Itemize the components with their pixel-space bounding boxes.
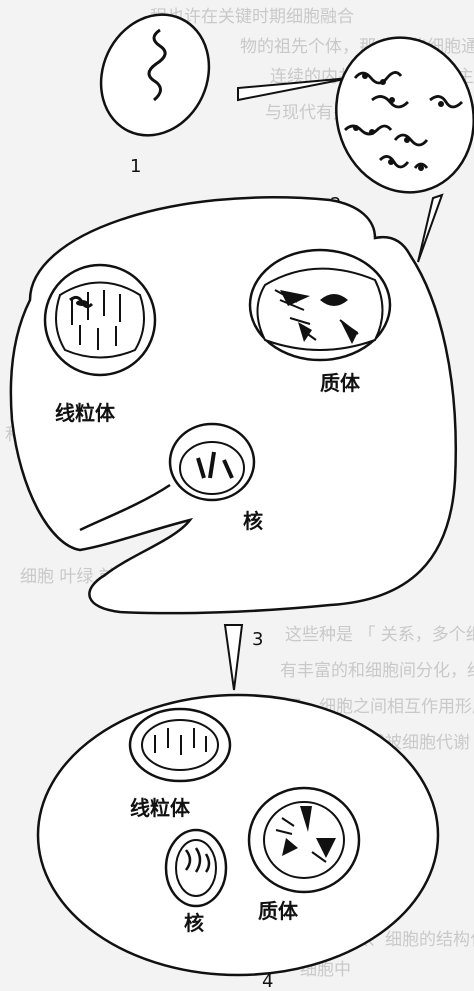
stage-3-mitochondrion (43, 263, 157, 377)
stage-3-nucleus (79, 422, 256, 532)
bleed-line-6: 这些种是 「 关系，多个细胞构成的 (285, 625, 474, 645)
arrow-2-to-3-icon (417, 193, 444, 263)
stage-3-cell: 线粒体 质体 核 3 (9, 196, 457, 650)
arrow-1-to-2-icon (237, 77, 351, 102)
stage-3-label-nucleus: 核 (243, 509, 263, 533)
stage-4-label-plastid: 质体 (258, 899, 299, 923)
step-label-3: 3 (252, 629, 263, 650)
stage-1-membrane (99, 13, 211, 137)
stage-1-cell: 1 (99, 13, 211, 177)
stage-4-label-nucleus: 核 (184, 911, 204, 935)
arrow-3-to-4-icon (223, 624, 244, 691)
stage-4-nucleus (164, 828, 228, 908)
stage-1-dna-icon (147, 28, 167, 102)
stage-4-cell: 线粒体 质体 核 4 (36, 693, 440, 991)
bleed-line-0: 程也许在关键时期细胞融合 (150, 7, 354, 27)
step-label-4: 4 (262, 971, 273, 991)
stage-3-plastid (248, 248, 392, 362)
stage-4-label-mitochondrion: 线粒体 (130, 796, 191, 820)
stage-4-membrane (36, 693, 440, 977)
stage-4-mitochondrion (128, 707, 232, 783)
stage-3-label-mitochondrion: 线粒体 (55, 401, 116, 425)
stage-2-cell: 2 (330, 36, 474, 215)
stage-4-plastid (247, 786, 361, 894)
step-label-1: 1 (130, 156, 141, 177)
stage-3-label-plastid: 质体 (320, 371, 361, 395)
stage-2-chromatin-dots (353, 73, 444, 171)
bleed-line-7: 有丰富的和细胞间分化，细胞之间有分 (280, 661, 474, 681)
